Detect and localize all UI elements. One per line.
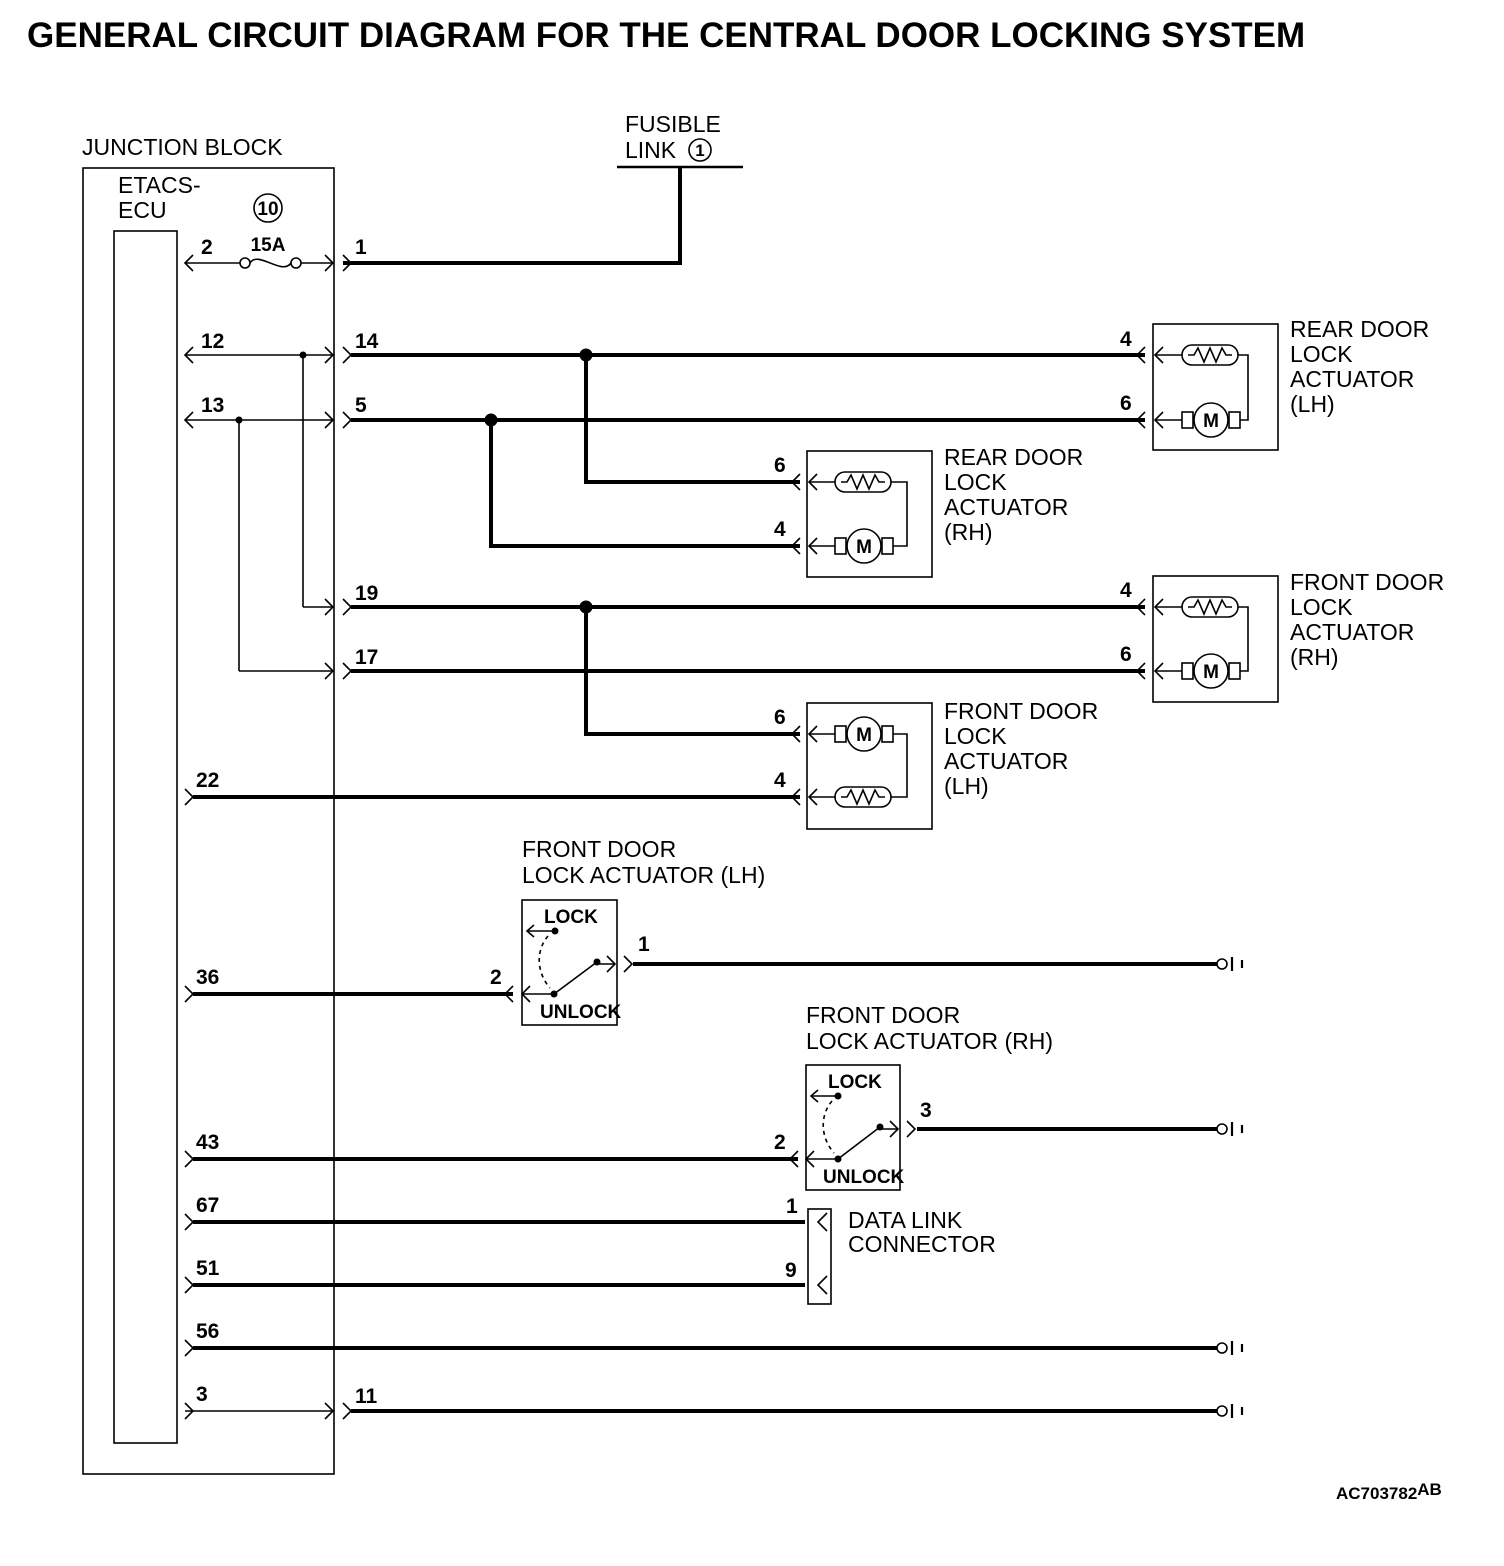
junction-block-label: JUNCTION BLOCK: [82, 134, 283, 160]
motor-symbol: M: [856, 537, 872, 558]
reference-code-suffix: AB: [1417, 1480, 1442, 1499]
component-label: LOCK: [944, 469, 1007, 495]
harness-wires: [193, 348, 1217, 1413]
motor-symbol: M: [1203, 662, 1219, 683]
etacs-ecu: [113, 230, 178, 1444]
fusible-link-number: 1: [695, 141, 704, 160]
component-label: ACTUATOR: [944, 748, 1068, 774]
component-label: DATA LINK: [848, 1207, 963, 1233]
ecu-pin: 2: [201, 236, 213, 259]
jb-pin-labels: 1 14 5 19 17 11: [355, 236, 379, 1408]
jb-pin: 17: [355, 646, 378, 669]
data-link-connector: 1 9 DATA LINK CONNECTOR: [785, 1195, 996, 1305]
component-label: (RH): [1290, 644, 1339, 670]
etacs-label-line2: ECU: [118, 197, 167, 223]
pin: 9: [785, 1259, 797, 1282]
switch-unlock-label: UNLOCK: [540, 1002, 622, 1023]
ecu-pin: 67: [196, 1194, 219, 1217]
component-label: FRONT DOOR: [806, 1002, 960, 1028]
ecu-pin: 3: [196, 1383, 208, 1406]
pin: 6: [1120, 392, 1132, 415]
ecu-pin: 36: [196, 966, 219, 989]
diagram-title: GENERAL CIRCUIT DIAGRAM FOR THE CENTRAL …: [27, 16, 1305, 55]
pin: 6: [774, 454, 786, 477]
component-label: ACTUATOR: [944, 494, 1068, 520]
component-label: REAR DOOR: [944, 444, 1083, 470]
pin: 4: [774, 769, 786, 792]
component-label: FRONT DOOR: [522, 836, 676, 862]
pin: 2: [490, 966, 502, 989]
switch-lock-label: LOCK: [544, 907, 598, 928]
ground-symbols: [1215, 955, 1244, 1420]
front-door-lock-switch-rh: FRONT DOOR LOCK ACTUATOR (RH) LOCK UNLOC…: [774, 1002, 1053, 1191]
component-label: ACTUATOR: [1290, 366, 1414, 392]
pin: 4: [1120, 328, 1132, 351]
motor-symbol: M: [1203, 411, 1219, 432]
motor-symbol: M: [856, 725, 872, 746]
pin: 3: [920, 1099, 932, 1122]
fusible-link-line2: LINK: [625, 137, 677, 163]
pin: 6: [1120, 643, 1132, 666]
jb-pin: 5: [355, 394, 367, 417]
front-door-lock-switch-lh: FRONT DOOR LOCK ACTUATOR (LH) LOCK UNLOC…: [490, 836, 765, 1026]
ecu-pin: 43: [196, 1131, 219, 1154]
component-label: LOCK ACTUATOR (RH): [806, 1028, 1053, 1054]
component-label: (RH): [944, 519, 993, 545]
pin: 2: [774, 1131, 786, 1154]
jb-pin: 14: [355, 330, 379, 353]
component-label: (LH): [1290, 391, 1335, 417]
switch-lock-label: LOCK: [828, 1072, 882, 1093]
jb-pin: 19: [355, 582, 378, 605]
component-label: CONNECTOR: [848, 1231, 996, 1257]
component-label: REAR DOOR: [1290, 316, 1429, 342]
ecu-internal-wiring: [183, 254, 353, 1420]
pin: 1: [638, 933, 650, 956]
ecu-pin: 13: [201, 394, 224, 417]
component-label: LOCK ACTUATOR (LH): [522, 862, 765, 888]
pin: 4: [1120, 579, 1132, 602]
fusible-link-1: FUSIBLE LINK 1: [343, 111, 743, 265]
component-label: FRONT DOOR: [944, 698, 1098, 724]
etacs-label-line1: ETACS-: [118, 172, 201, 198]
component-label: LOCK: [1290, 341, 1353, 367]
pin: 1: [786, 1195, 798, 1218]
switch-unlock-label: UNLOCK: [823, 1167, 905, 1188]
component-label: LOCK: [1290, 594, 1353, 620]
pin: 4: [774, 518, 786, 541]
rear-door-lock-actuator-rh: 6 4 M REAR DOOR LOCK ACTUATOR (RH): [774, 444, 1083, 578]
component-label: FRONT DOOR: [1290, 569, 1444, 595]
ecu-pin: 22: [196, 769, 219, 792]
front-door-lock-actuator-rh: 4 6 M FRONT DOOR LOCK ACTUATOR (RH): [1120, 569, 1444, 703]
component-label: ACTUATOR: [1290, 619, 1414, 645]
rear-door-lock-actuator-lh: 4 6 M REAR DOOR LOCK ACTUATOR (LH): [1120, 316, 1429, 451]
fusible-link-line1: FUSIBLE: [625, 111, 721, 137]
ecu-pin-labels: 2 12 13 22 36 43 67 51 56 3: [196, 236, 224, 1406]
pin: 6: [774, 706, 786, 729]
reference-code-main: AC703782: [1336, 1484, 1417, 1503]
ecu-pin: 12: [201, 330, 224, 353]
jb-pin: 11: [355, 1385, 378, 1408]
jb-pin: 1: [355, 236, 367, 259]
fuse-10: 10 15A: [185, 193, 334, 269]
ecu-pin: 56: [196, 1320, 219, 1343]
component-label: (LH): [944, 773, 989, 799]
reference-code: AC703782AB: [1336, 1480, 1442, 1503]
junction-block: JUNCTION BLOCK ETACS- ECU: [82, 134, 335, 1475]
fuse-rating: 15A: [251, 235, 286, 256]
component-label: LOCK: [944, 723, 1007, 749]
ecu-pin: 51: [196, 1257, 220, 1280]
fuse-number: 10: [257, 199, 278, 220]
front-door-lock-actuator-lh: 6 4 M FRONT DOOR LOCK ACTUATOR (LH): [774, 698, 1098, 830]
